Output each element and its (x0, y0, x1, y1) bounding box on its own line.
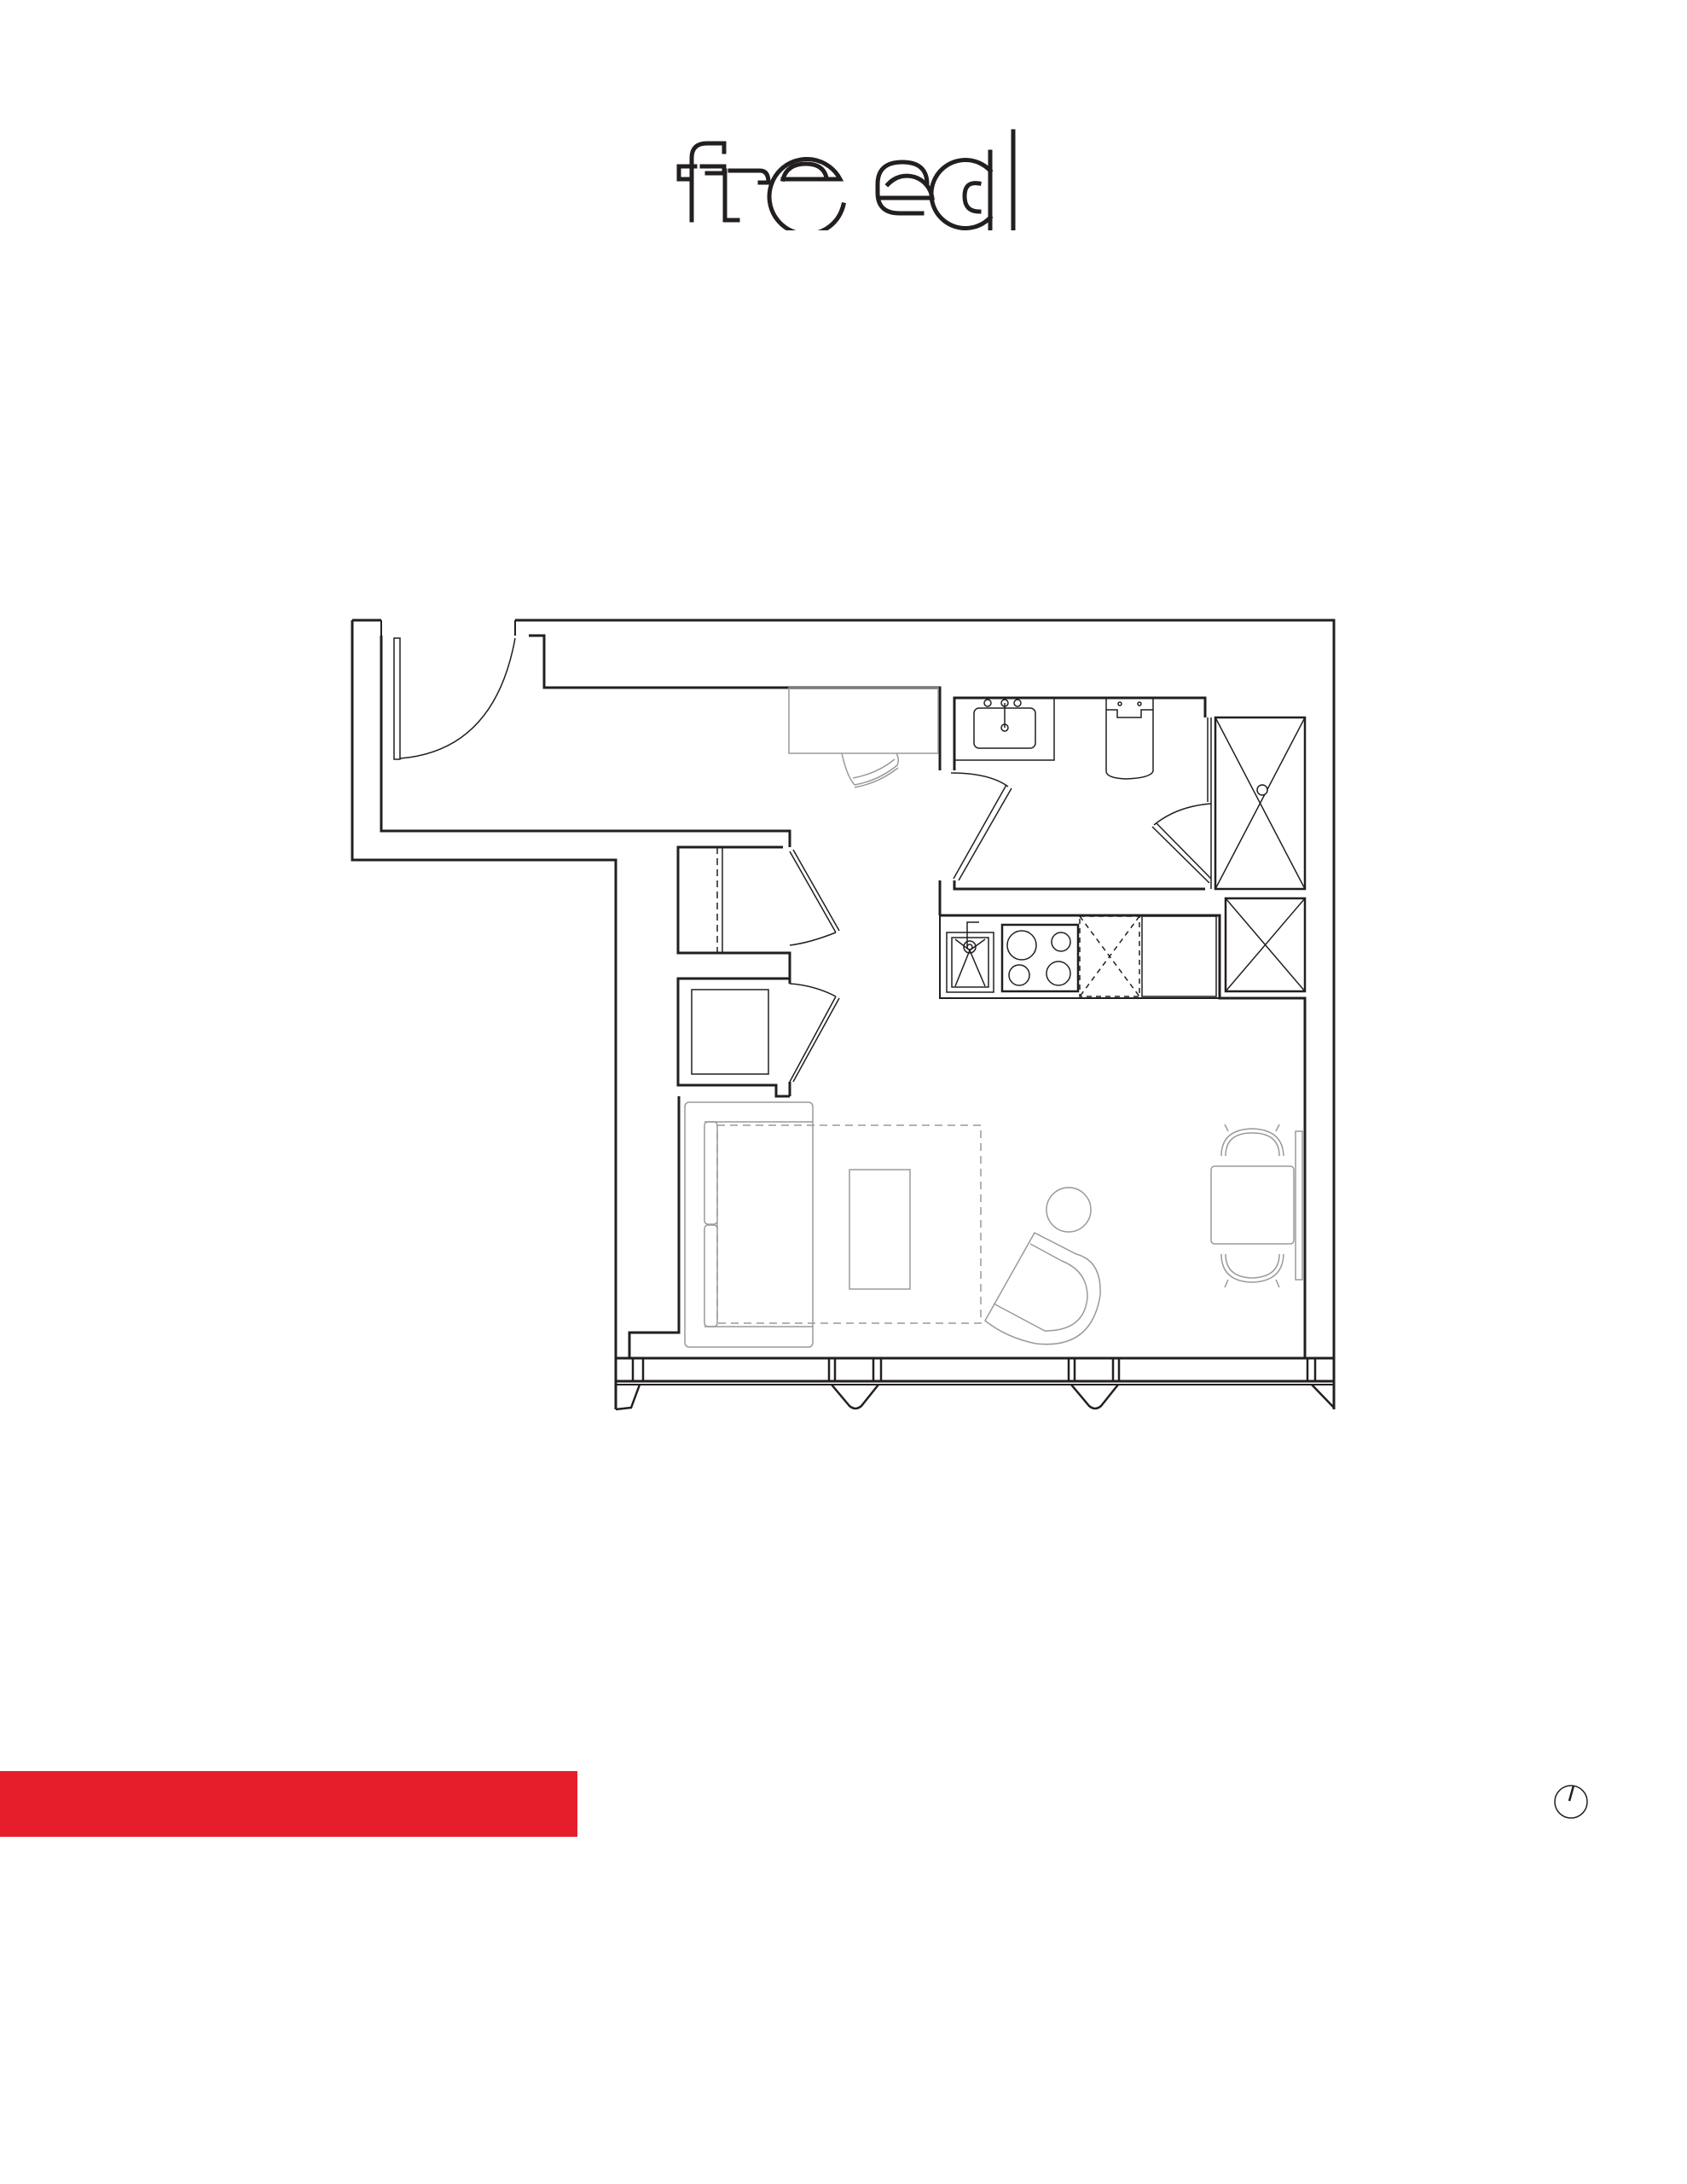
unit-type-banner (0, 1771, 577, 1837)
wall-bench (1295, 1130, 1303, 1281)
key-plate-level-12 (677, 1862, 884, 1985)
living-furniture (684, 1101, 1303, 1348)
window-mullions (615, 1358, 1335, 1411)
fridge-icon (1141, 915, 1217, 997)
armchair (984, 1232, 1101, 1345)
doors (393, 637, 1212, 1083)
walls (351, 619, 1336, 1409)
freed-wordmark-icon (676, 129, 1016, 230)
mechanical-closet (1224, 897, 1307, 993)
shower-icon (1214, 716, 1307, 891)
entry-door-swing (399, 637, 516, 759)
closet-door-leaf (789, 849, 840, 933)
key-plate-levels-14-28 (1147, 1862, 1354, 1985)
dining-table (1210, 1165, 1295, 1245)
sofa (684, 1101, 814, 1348)
vanity (954, 697, 1055, 761)
key-plate-level-13 (912, 1862, 1119, 1985)
north-compass-icon (1554, 1785, 1588, 1819)
shower-door-leaf (1151, 822, 1212, 884)
bath-door-leaf (953, 784, 1012, 881)
laundry-door-leaf (789, 996, 840, 1083)
side-table (1046, 1187, 1092, 1233)
rug (716, 1124, 982, 1324)
key-plate-levels-29-31 (1382, 1862, 1589, 1985)
fixtures (691, 687, 1307, 1075)
entry-door-leaf (393, 637, 401, 760)
dishwasher-icon (1079, 915, 1140, 997)
desk (788, 687, 939, 788)
toilet-icon (1105, 698, 1154, 780)
coffee-table (849, 1169, 911, 1290)
washer-dryer-icon (691, 989, 769, 1075)
kitchen-sink-icon (946, 932, 994, 993)
cooktop-icon (1000, 923, 1080, 993)
